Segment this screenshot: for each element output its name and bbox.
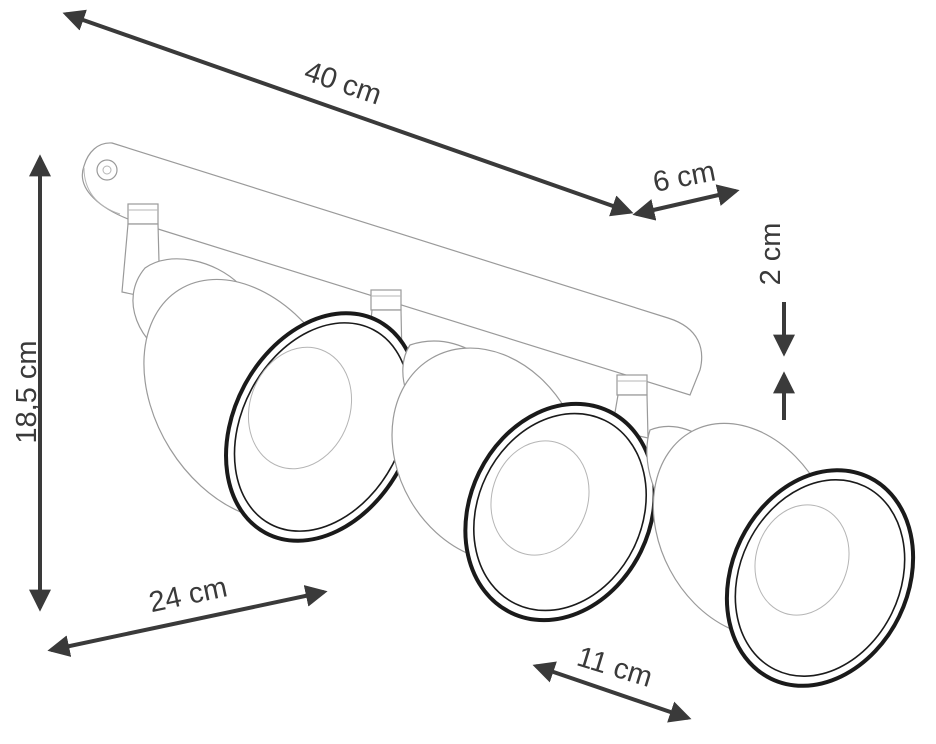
base-height-label: 2 cm — [755, 223, 787, 286]
width-label: 6 cm — [650, 155, 718, 198]
length-label: 40 cm — [300, 56, 385, 112]
mounting-stud-1 — [127, 203, 159, 225]
screw-icon — [96, 159, 118, 181]
shade-diameter-label: 11 cm — [573, 641, 656, 694]
depth-arrow — [47, 585, 328, 657]
mounting-stud-2 — [370, 289, 402, 311]
depth-label: 24 cm — [146, 571, 230, 619]
length-arrow — [62, 9, 634, 217]
dimension-arrows — [29, 9, 795, 723]
spot-shade-3 — [646, 422, 916, 688]
height-label: 18,5 cm — [11, 340, 43, 443]
mounting-stud-3 — [616, 374, 648, 396]
spot-shade-2 — [391, 340, 657, 623]
shade-diameter-arrow — [532, 661, 692, 723]
lamp-illustration — [81, 142, 916, 688]
width-arrow — [632, 184, 740, 221]
